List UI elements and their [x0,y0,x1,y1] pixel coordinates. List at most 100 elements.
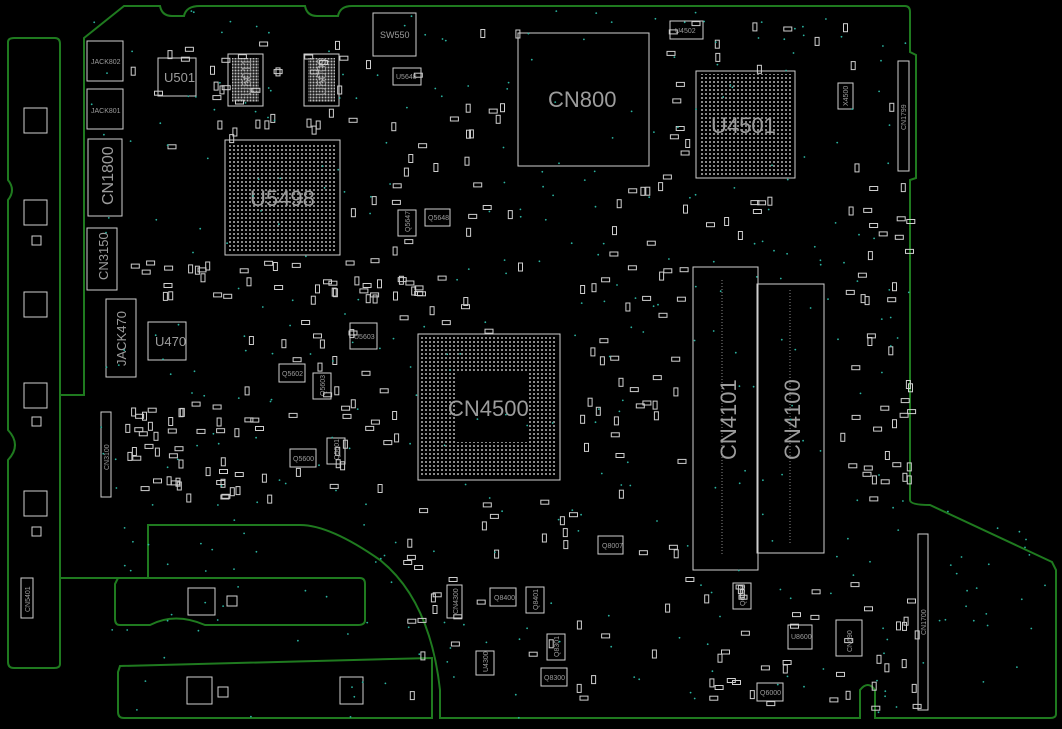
passive-component [673,387,679,397]
component-cn5401[interactable]: CN5401 [20,577,34,619]
component-cn800[interactable]: CN800 [517,32,650,167]
test-point [131,50,134,53]
test-point [840,35,843,38]
test-point [147,543,150,546]
test-point [693,339,696,342]
component-jack802[interactable]: JACK802 [86,40,124,82]
component-q8301[interactable]: Q8301 [546,633,566,661]
component-q8007[interactable]: Q8007 [597,535,624,555]
component-q5600[interactable]: Q5600 [289,448,317,468]
test-point [693,697,696,700]
passive-component [706,222,715,228]
passive-component [261,473,267,483]
component-q8400[interactable]: Q8400 [489,587,517,607]
passive-component [739,589,745,599]
component-cn1700[interactable]: CN1700 [917,533,929,711]
passive-component [659,271,665,281]
test-point [949,564,952,566]
component-q8401[interactable]: Q8401 [525,586,545,614]
component-u4300[interactable]: U4300 [475,650,495,676]
component-u470[interactable]: U470 [147,321,187,361]
component-cn4500[interactable]: CN4500 [417,333,561,481]
test-point [656,520,658,522]
test-point [792,52,795,54]
test-point [552,194,554,197]
test-point [897,529,900,531]
component-u5009[interactable]: U5009 [303,53,340,107]
component-q6000[interactable]: Q6000 [756,682,784,702]
passive-component [334,386,340,396]
component-cn1799[interactable]: CN1799 [897,60,910,172]
component-jack801[interactable]: JACK801 [86,88,124,130]
test-point [819,450,822,452]
test-point [538,260,541,263]
passive-component [766,701,776,707]
passive-component [646,240,656,246]
component-cn690[interactable]: CN690 [835,619,863,657]
passive-component [760,665,770,671]
test-point [944,618,947,621]
component-cn4300[interactable]: CN4300 [446,584,463,619]
component-cn3100[interactable]: CN3100 [100,411,112,498]
passive-component [414,565,424,570]
test-point [269,400,272,403]
passive-component [377,279,382,289]
test-point [243,532,246,535]
component-u4501[interactable]: U4501 [695,70,796,179]
test-point [813,245,816,248]
component-q5648[interactable]: Q5648 [424,208,451,227]
component-u5498[interactable]: U5498 [224,139,341,256]
component-u5648[interactable]: U5648 [392,67,422,86]
component-x4500[interactable]: X4500 [837,82,854,110]
passive-component [212,404,222,410]
component-sw550[interactable]: SW550 [372,12,417,57]
passive-component [615,453,625,458]
component-u501[interactable]: U501 [157,57,197,97]
passive-component [752,22,758,32]
passive-component [591,283,597,293]
component-cn1800[interactable]: CN1800 [87,138,123,217]
test-point [630,110,633,113]
test-point [449,369,451,371]
test-point [423,325,426,328]
test-point [169,373,172,376]
test-point [410,15,413,18]
passive-component [914,630,920,640]
test-point [776,683,779,686]
label-u4502: U4502 [675,28,696,35]
test-point [222,605,225,607]
passive-component [901,659,907,669]
test-point [376,74,379,77]
test-point [629,484,632,487]
test-point [366,621,369,624]
component-cn4101[interactable]: CN4101 [692,266,759,571]
passive-component [652,375,662,381]
test-point [594,205,597,208]
passive-component [466,227,472,237]
component-q5602[interactable]: Q5602 [278,363,306,383]
test-point [607,614,610,617]
component-jack470[interactable]: JACK470 [105,298,137,378]
test-point [233,519,236,521]
test-point [882,45,884,47]
test-point [342,73,344,76]
label-cn4101: CN4101 [716,379,741,460]
test-point [440,95,443,98]
component-q5647[interactable]: Q5647 [397,209,417,237]
passive-component [166,476,172,486]
component-q8300[interactable]: Q8300 [540,667,568,687]
passive-component [318,60,328,65]
component-cn4100[interactable]: CN4100 [756,283,825,554]
test-point [443,444,446,447]
passive-component [417,617,427,623]
component-q5603[interactable]: Q5603 [312,372,332,400]
test-point [856,280,859,282]
component-cn3150[interactable]: CN3150 [86,227,118,291]
test-point [683,21,686,24]
passive-component [244,417,254,423]
component-u8600[interactable]: U8600 [787,624,813,650]
test-point [507,81,510,84]
passive-component [671,356,681,362]
component-u5011[interactable]: U5011 [227,53,264,107]
